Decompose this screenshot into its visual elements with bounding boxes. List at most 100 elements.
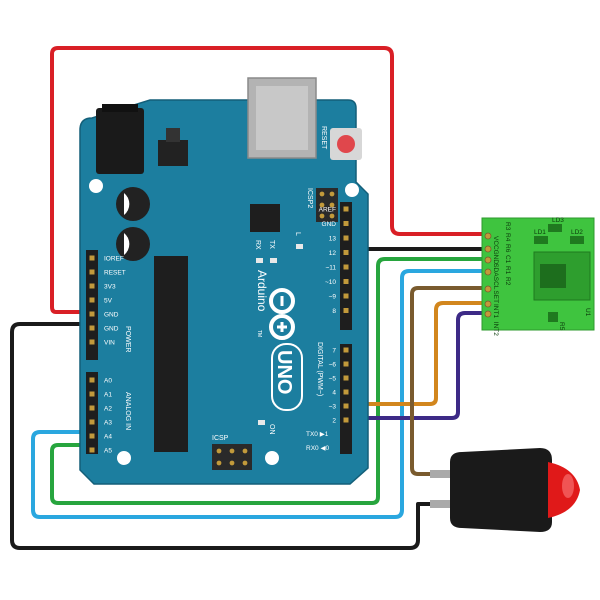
ld2-label: LD2 — [571, 229, 583, 236]
header-pin — [89, 447, 95, 453]
wire-int1 — [350, 301, 487, 406]
mounting-hole — [345, 183, 359, 197]
mounting-hole — [265, 451, 279, 465]
module-pin-label: SDA — [492, 263, 499, 277]
header-pin — [343, 293, 349, 299]
mounting-hole — [89, 179, 103, 193]
header-pin — [343, 375, 349, 381]
module-pin-label: VCC — [492, 236, 499, 250]
pin-label: RESET — [104, 269, 126, 276]
l-label: L — [294, 232, 301, 236]
header-pin — [89, 419, 95, 425]
usb-chip — [250, 204, 280, 232]
u1-label: U1 — [584, 308, 591, 317]
icsp-header — [212, 444, 252, 470]
capacitor — [116, 187, 150, 221]
atmega-chip — [154, 256, 188, 452]
module-pin — [484, 310, 492, 318]
tx0-label: TX0 ▶1 — [306, 431, 329, 438]
pin-label: A3 — [104, 419, 112, 426]
module-pin — [484, 285, 492, 293]
pin-label: A4 — [104, 433, 112, 440]
pin-label: GND — [104, 311, 119, 318]
wire-button-signal — [410, 286, 487, 476]
digital-header-bottom — [340, 344, 352, 454]
ld3-label: LD3 — [552, 217, 564, 224]
header-pin — [343, 389, 349, 395]
brand-label: Arduino — [255, 270, 269, 312]
module-pin — [484, 256, 492, 264]
pin-label: ~10 — [325, 279, 336, 286]
rx0-label: RX0 ◀0 — [306, 445, 329, 452]
ld2-led — [570, 236, 584, 244]
pin-label: 5V — [104, 297, 113, 304]
header-pin — [343, 308, 349, 313]
header-pin — [343, 264, 349, 270]
icsp2-header — [316, 188, 338, 222]
icsp-label: ICSP — [212, 435, 229, 442]
header-pin — [89, 255, 95, 261]
pin-label: ~11 — [325, 264, 336, 271]
header-pin — [89, 283, 95, 289]
tx-led — [270, 258, 277, 263]
pin-label: A1 — [104, 391, 112, 398]
header-pin — [343, 417, 349, 423]
module-pin — [484, 245, 492, 253]
module-part-label: R3 — [504, 222, 511, 231]
pin-label: 3V3 — [104, 283, 116, 290]
wire-scl — [31, 269, 487, 519]
analog-section-label: ANALOG IN — [124, 392, 131, 430]
module-pin-label: SCL — [492, 277, 499, 290]
pin-label: ~3 — [329, 403, 337, 410]
module-part-label: R4 — [504, 233, 511, 242]
header-pin — [89, 433, 95, 439]
power-header — [86, 250, 98, 360]
voltage-regulator — [158, 140, 188, 166]
pin-label: 4 — [332, 389, 336, 396]
header-pin — [343, 361, 349, 367]
arduino-board: RESET ICSP2 ICSP RX TX L — [79, 77, 369, 485]
header-pin — [343, 206, 349, 212]
power-section-label: POWER — [124, 326, 131, 352]
pin-label: GND — [322, 221, 337, 228]
button-leg — [430, 470, 454, 478]
module-pin — [484, 300, 492, 308]
on-label: ON — [268, 424, 275, 435]
module-part-label: R6 — [504, 244, 511, 253]
wire-sda — [50, 257, 487, 505]
module-pin — [484, 268, 492, 276]
uno-badge — [271, 343, 303, 411]
pin-label: GND — [104, 325, 119, 332]
icsp2-label: ICSP2 — [306, 188, 313, 208]
arduino-logo-icon — [269, 288, 295, 340]
module-pin-label: INT2 — [492, 322, 499, 336]
push-button[interactable] — [430, 448, 580, 532]
ld3-led — [548, 224, 562, 232]
header-pin — [343, 347, 349, 353]
wire-gnd-button — [10, 322, 434, 550]
module-pin-label: GND — [492, 250, 499, 265]
l-led — [296, 244, 303, 249]
pin-label: 13 — [329, 235, 337, 242]
header-pin — [343, 221, 349, 226]
wire-int2 — [350, 311, 487, 420]
header-pin — [89, 391, 95, 397]
module-pin — [484, 232, 492, 240]
tx-label: TX — [268, 240, 275, 249]
pin-label: VIN — [104, 339, 115, 346]
r5-label: R5 — [558, 322, 565, 331]
tm-label: TM — [256, 330, 262, 337]
pin-label: 12 — [329, 250, 337, 257]
wire-vcc — [50, 46, 487, 314]
header-pin — [89, 311, 95, 317]
board-outline — [79, 99, 369, 485]
analog-header — [86, 372, 98, 454]
power-jack — [96, 108, 144, 174]
header-pin — [89, 325, 95, 331]
pin-label: 7 — [332, 347, 336, 354]
module-part-label: R2 — [504, 277, 511, 286]
header-pin — [343, 279, 349, 284]
pin-label: 8 — [332, 308, 336, 315]
pin-label: A5 — [104, 447, 112, 454]
